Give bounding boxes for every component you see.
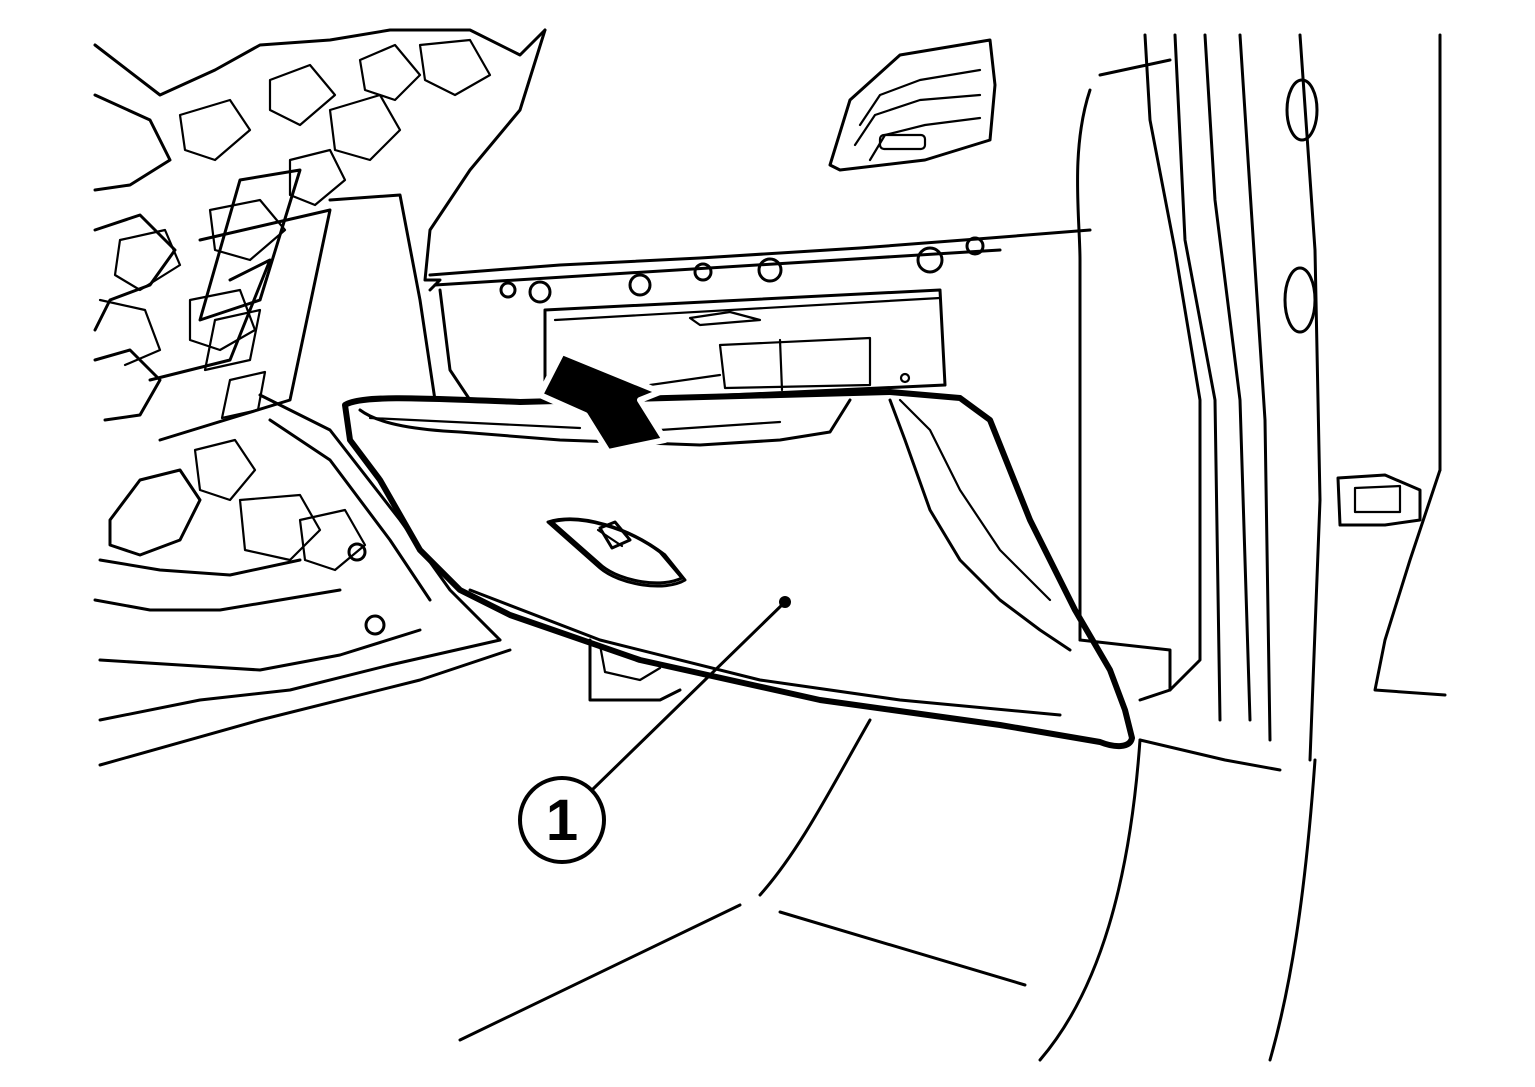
- callout-number: 1: [546, 788, 578, 853]
- center-console-structure: [93, 28, 547, 767]
- door-pillar: [1038, 33, 1447, 1062]
- glove-box: [342, 389, 1135, 750]
- floor-lines: [458, 638, 1027, 1042]
- removal-direction-arrow: [537, 349, 668, 455]
- dashboard-panel: [423, 28, 1172, 692]
- callout-leader-line: [590, 600, 787, 792]
- callout-1: 1: [518, 596, 791, 864]
- callout-circle: [518, 776, 606, 864]
